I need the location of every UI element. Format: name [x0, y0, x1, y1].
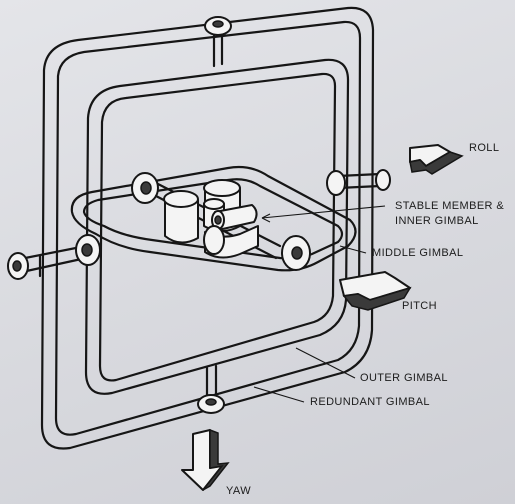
roll-shaft	[326, 169, 391, 196]
label-yaw: YAW	[226, 485, 252, 497]
stable-member	[163, 179, 259, 259]
leader-lines	[253, 205, 386, 403]
label-middle-gimbal: MIDDLE GIMBAL	[372, 247, 464, 259]
middle-ring-bearing-left	[131, 172, 159, 204]
pitch-arrow	[339, 271, 412, 311]
label-roll: ROLL	[469, 142, 500, 154]
label-stable-member: STABLE MEMBER &	[395, 200, 505, 212]
bottom-pivot	[197, 364, 225, 414]
label-inner-gimbal: INNER GIMBAL	[395, 215, 479, 227]
outer-gimbal-frame	[84, 58, 350, 395]
left-pivot	[7, 234, 101, 280]
redundant-gimbal-frame	[40, 6, 375, 450]
label-outer-gimbal: OUTER GIMBAL	[360, 372, 448, 384]
middle-ring-bearing-right	[281, 235, 311, 271]
label-redundant-gimbal: REDUNDANT GIMBAL	[310, 396, 430, 408]
top-pivot	[204, 16, 232, 68]
yaw-arrow	[181, 428, 230, 491]
label-pitch: PITCH	[402, 300, 437, 312]
roll-arrow	[409, 144, 464, 175]
middle-gimbal-ring	[70, 165, 357, 272]
